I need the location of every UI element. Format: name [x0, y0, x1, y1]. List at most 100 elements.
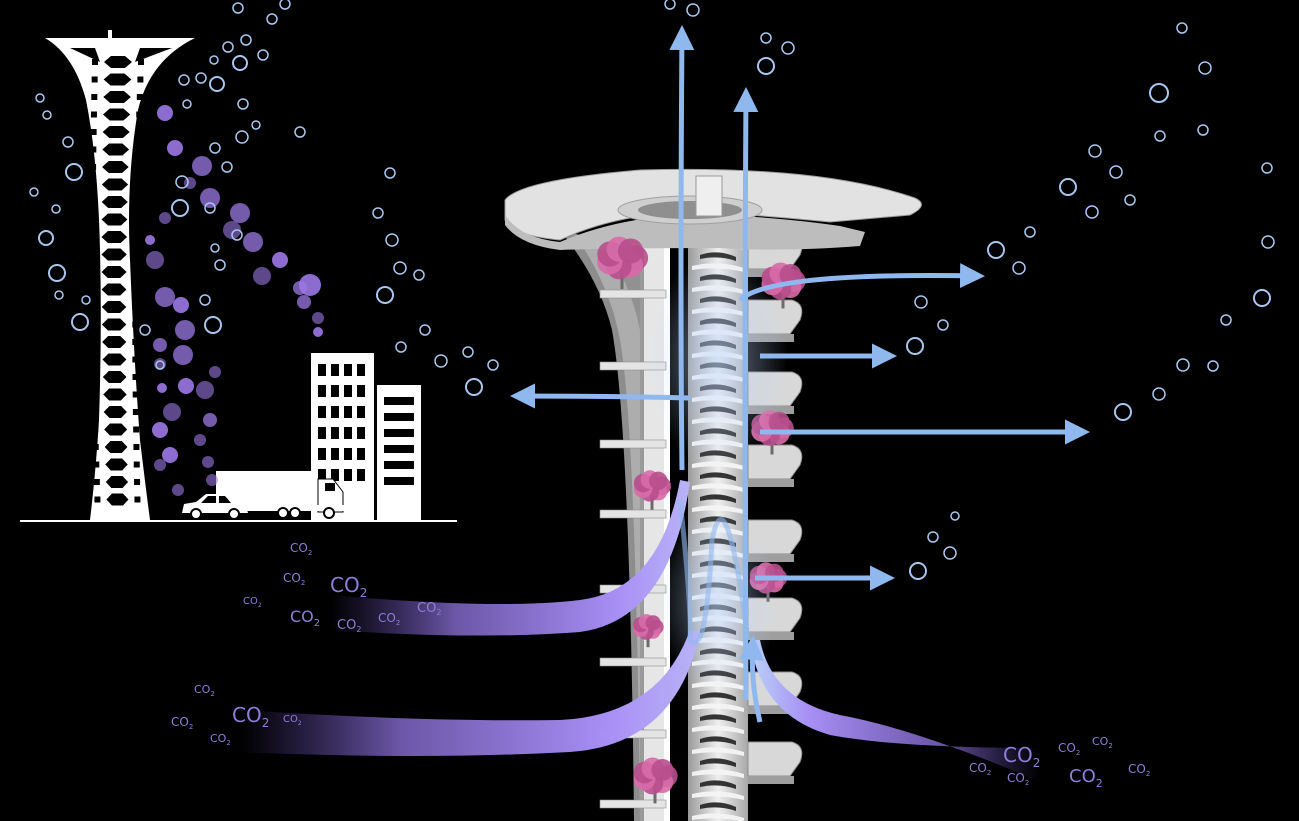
- lattice-cell: [101, 266, 127, 278]
- oxygen-bubble-icon: [1088, 144, 1102, 158]
- oxygen-bubble-icon: [237, 98, 249, 110]
- factory-window: [318, 406, 326, 418]
- lattice-cell: [132, 356, 139, 363]
- lattice-cell: [101, 178, 129, 191]
- lattice-cell: [104, 441, 128, 453]
- ramp-step: [692, 813, 744, 821]
- oxygen-bubble-icon: [1176, 22, 1188, 34]
- oxygen-bubble-icon: [231, 229, 243, 241]
- oxygen-bubble-icon: [1124, 194, 1136, 206]
- tower-hex-lattice: [89, 56, 144, 506]
- lattice-cell: [89, 216, 96, 223]
- lattice-cell: [90, 111, 97, 118]
- lattice-cell: [134, 479, 141, 485]
- lattice-cell: [103, 73, 132, 86]
- oxygen-bubble-icon: [257, 49, 269, 61]
- oxygen-bubble-icon: [29, 187, 39, 197]
- oxygen-bubble-icon: [686, 3, 700, 17]
- pollution-bubble: [313, 327, 323, 337]
- factory-window: [331, 469, 339, 481]
- co2-molecule-label: CO2: [290, 607, 320, 629]
- ramp-step: [692, 791, 744, 800]
- oxygen-bubble-icon: [48, 264, 66, 282]
- pollution-bubble: [192, 156, 212, 176]
- co2-molecule-label: CO2: [417, 601, 441, 617]
- factory-window: [384, 413, 414, 421]
- pollution-bubble: [202, 456, 214, 468]
- co2-molecule-label: CO2: [1007, 771, 1029, 787]
- lattice-cell: [105, 458, 128, 471]
- oxygen-bubble-icon: [781, 41, 795, 55]
- factory-window: [331, 364, 339, 376]
- oxygen-bubble-icon: [376, 286, 394, 304]
- oxygen-bubble-icon: [294, 126, 306, 138]
- floor-slab: [599, 509, 667, 519]
- car-icon: [182, 494, 248, 520]
- airflow-arrow-icon: [510, 383, 691, 409]
- factory-window: [357, 427, 365, 439]
- lattice-cell: [103, 91, 131, 103]
- factory-window: [344, 448, 352, 460]
- lattice-cell: [102, 161, 129, 173]
- oxygen-bubble-icon: [279, 0, 291, 10]
- factory-window: [318, 427, 326, 439]
- pollution-bubble: [175, 320, 195, 340]
- lattice-cell: [104, 56, 132, 68]
- lattice-cell: [134, 181, 141, 188]
- co2-molecule-label: CO2: [378, 611, 400, 627]
- lattice-cell: [135, 129, 142, 135]
- tree-icon: [633, 470, 672, 510]
- oxygen-bubble-icon: [171, 199, 189, 217]
- oxygen-bubble-icon: [1261, 162, 1273, 174]
- lattice-cell: [89, 321, 96, 328]
- oxygen-bubble-icon: [987, 241, 1005, 259]
- oxygen-bubble-icon: [209, 55, 219, 65]
- pollution-bubble: [173, 297, 189, 313]
- oxygen-bubble-icon: [62, 136, 74, 148]
- oxygen-bubble-icon: [1197, 124, 1209, 136]
- ramp-step: [700, 472, 736, 481]
- co2-molecule-label: CO2: [1058, 741, 1080, 757]
- lattice-cell: [89, 251, 96, 258]
- lattice-cell: [133, 234, 140, 240]
- oxygen-bubble-icon: [1059, 178, 1077, 196]
- factory-window: [331, 385, 339, 397]
- pollution-bubble: [146, 251, 164, 269]
- oxygen-bubble-icon: [51, 204, 61, 214]
- oxygen-bubble-icon: [1012, 261, 1026, 275]
- lattice-cell: [91, 409, 98, 415]
- oxygen-bubbles: [29, 0, 1275, 580]
- oxygen-bubble-icon: [235, 130, 249, 144]
- pollution-bubble: [253, 267, 271, 285]
- oxygen-bubble-icon: [240, 34, 252, 46]
- pollution-bubble: [206, 474, 218, 486]
- tree-icon: [597, 236, 649, 289]
- lattice-cell: [102, 371, 127, 383]
- lattice-cell: [101, 248, 127, 261]
- oxygen-bubble-icon: [465, 378, 483, 396]
- lattice-cell: [89, 286, 96, 293]
- oxygen-bubble-icon: [1149, 83, 1169, 103]
- oxygen-bubble-icon: [1085, 205, 1099, 219]
- factory-window: [344, 469, 352, 481]
- factory-window: [384, 429, 414, 437]
- oxygen-bubble-icon: [419, 324, 431, 336]
- oxygen-bubble-icon: [1114, 403, 1132, 421]
- pollution-bubble: [152, 422, 168, 438]
- co2-stream-lower-right: [750, 640, 1040, 782]
- oxygen-bubble-icon: [35, 93, 45, 103]
- lattice-cell: [92, 444, 99, 450]
- ramp-step: [700, 780, 736, 789]
- oxygen-bubble-icon: [210, 243, 220, 253]
- oxygen-bubble-icon: [175, 175, 189, 189]
- ramp-step: [692, 769, 744, 778]
- oxygen-bubble-icon: [950, 511, 960, 521]
- lattice-cell: [101, 231, 128, 243]
- lattice-cell: [89, 199, 96, 205]
- oxygen-bubble-icon: [434, 354, 448, 368]
- oxygen-bubble-icon: [906, 337, 924, 355]
- oxygen-bubble-icon: [757, 57, 775, 75]
- factory-window: [384, 477, 414, 485]
- lattice-cell: [106, 493, 129, 506]
